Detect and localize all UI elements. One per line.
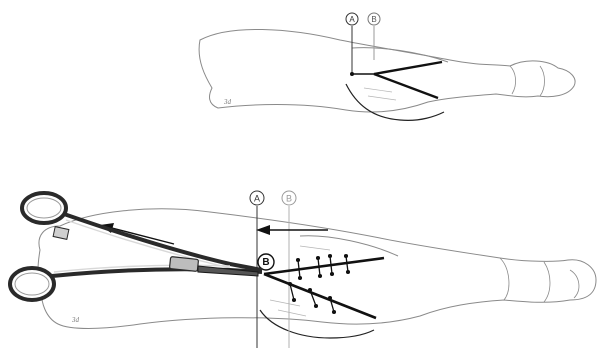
bottom-bone-outline	[38, 209, 596, 329]
top-marker-b-label: B	[371, 15, 376, 24]
bottom-cut-lower	[264, 274, 376, 318]
top-tissue-upper	[352, 48, 448, 62]
forceps-box-joint	[169, 257, 198, 272]
bottom-cut-upper	[264, 258, 384, 274]
top-signature: 3d	[223, 98, 232, 106]
forceps-instrument	[10, 193, 262, 300]
top-tissue-hatch	[364, 88, 396, 100]
top-view: A B 3d	[199, 13, 575, 120]
bottom-joint-detail	[500, 258, 509, 300]
bottom-marker-b-faded-label: B	[286, 194, 292, 204]
bottom-signature: 3d	[71, 316, 80, 324]
top-marker-a-label: A	[349, 15, 355, 24]
top-cut-upper	[374, 62, 442, 74]
forceps-ratchet	[53, 227, 69, 240]
top-cut-lower	[374, 74, 438, 98]
bottom-marker-b-inner-label: B	[262, 257, 269, 268]
arrow-left-top	[100, 223, 174, 244]
bottom-toe-tip	[570, 270, 579, 298]
bottom-marker-a-label: A	[254, 194, 260, 204]
bottom-view: A B	[10, 191, 596, 348]
top-joint-detail	[510, 66, 516, 94]
top-cut-apex	[350, 72, 354, 76]
forceps-shank-upper	[64, 214, 262, 270]
bottom-toe-detail	[544, 262, 550, 302]
top-toe-detail	[540, 66, 545, 96]
